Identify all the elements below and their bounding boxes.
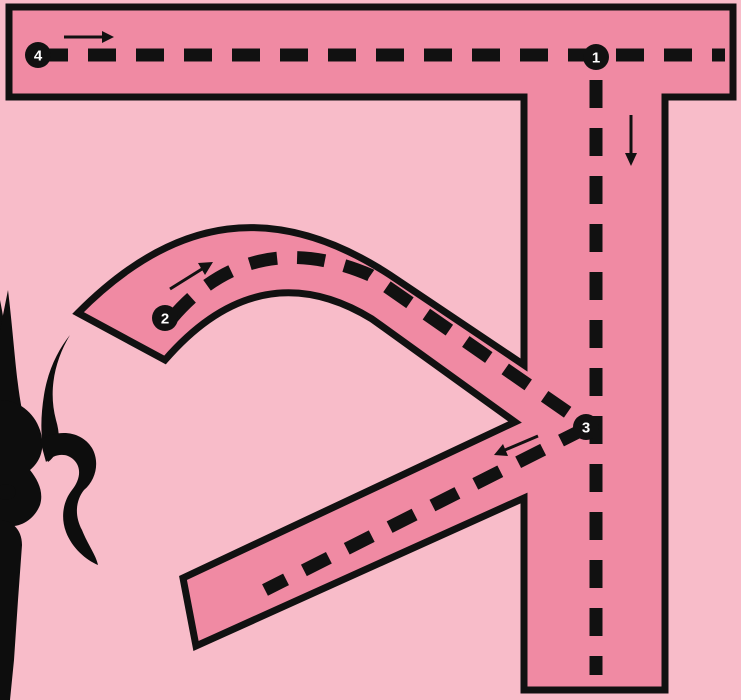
step-marker-3: 3 [573,414,599,440]
step-marker-4: 4 [25,42,51,68]
step-label-3: 3 [582,420,590,437]
step-marker-2: 2 [152,305,178,331]
step-label-4: 4 [34,48,43,65]
step-marker-1: 1 [583,44,609,70]
step-label-2: 2 [161,311,169,328]
step-label-1: 1 [592,50,600,67]
